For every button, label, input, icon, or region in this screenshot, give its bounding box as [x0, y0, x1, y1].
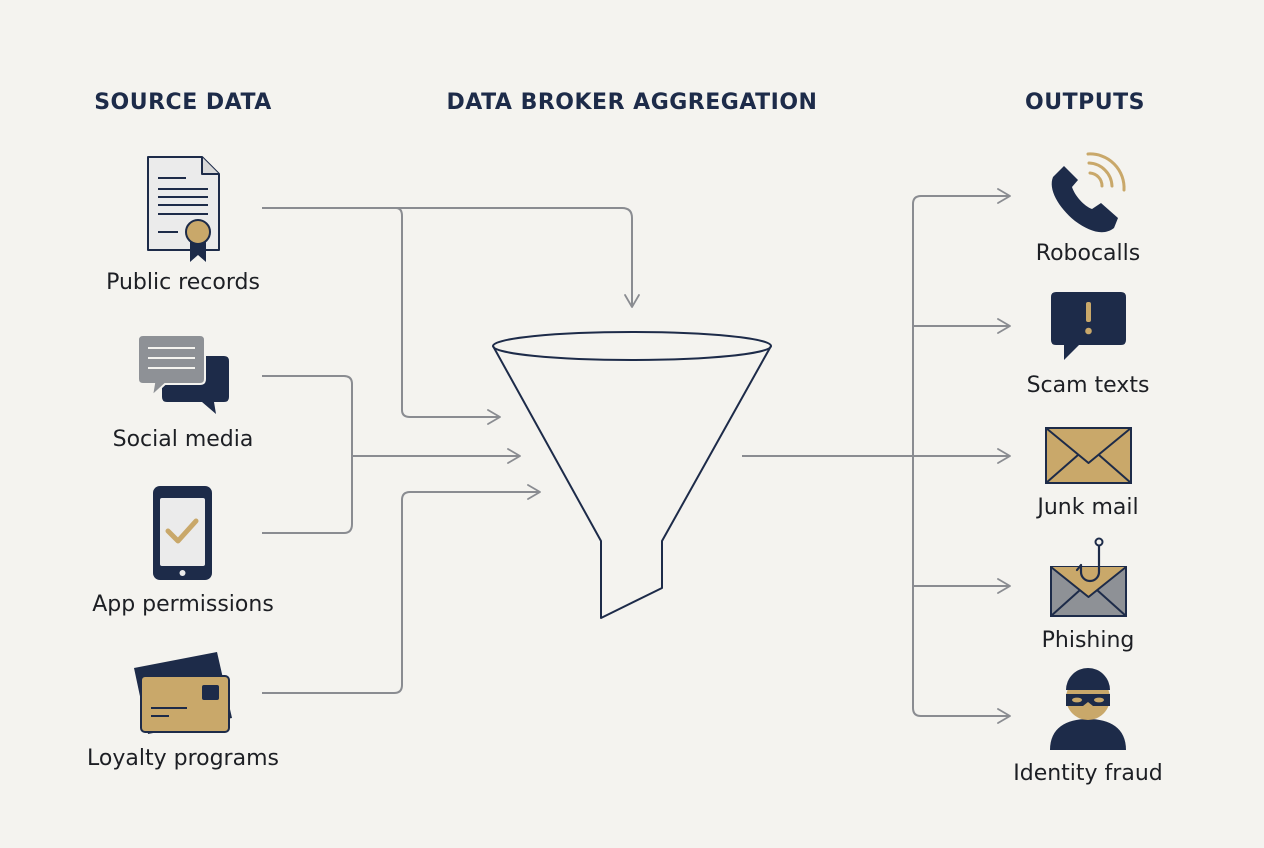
identity-fraud-label: Identity fraud — [1013, 761, 1163, 786]
phone-check-icon — [153, 486, 212, 580]
connector-output-trunk — [912, 204, 922, 717]
public-records-label: Public records — [106, 270, 260, 295]
envelope-icon — [1045, 427, 1132, 484]
connector-robocalls — [912, 188, 1011, 205]
app-permissions-label: App permissions — [92, 592, 274, 617]
robocalls-label: Robocalls — [1035, 241, 1141, 266]
outputs-heading: OUTPUTS — [1025, 90, 1145, 115]
hooked-envelope-icon — [1050, 537, 1127, 617]
chat-bubbles-icon — [137, 334, 229, 414]
phishing-label: Phishing — [1041, 628, 1135, 653]
masked-person-icon — [1050, 668, 1126, 750]
loyalty-programs-label: Loyalty programs — [87, 746, 279, 771]
connector-social-media — [262, 375, 353, 534]
loyalty-card-icon — [134, 652, 232, 734]
scam-texts-label: Scam texts — [1026, 373, 1150, 398]
source-data-heading: SOURCE DATA — [94, 90, 272, 115]
input-connectors — [262, 207, 640, 694]
connector-loyalty-programs — [262, 484, 541, 694]
phone-call-icon — [1051, 152, 1126, 233]
funnel-icon — [492, 331, 772, 619]
junk-mail-label: Junk mail — [1037, 495, 1139, 520]
document-icon — [147, 156, 220, 262]
connector-public-records-side — [395, 207, 501, 425]
social-media-label: Social media — [112, 427, 254, 452]
output-connectors — [742, 188, 1011, 724]
connector-public-records-top — [262, 207, 640, 308]
alert-message-icon — [1051, 292, 1126, 360]
data-broker-aggregation-heading: DATA BROKER AGGREGATION — [446, 90, 818, 115]
